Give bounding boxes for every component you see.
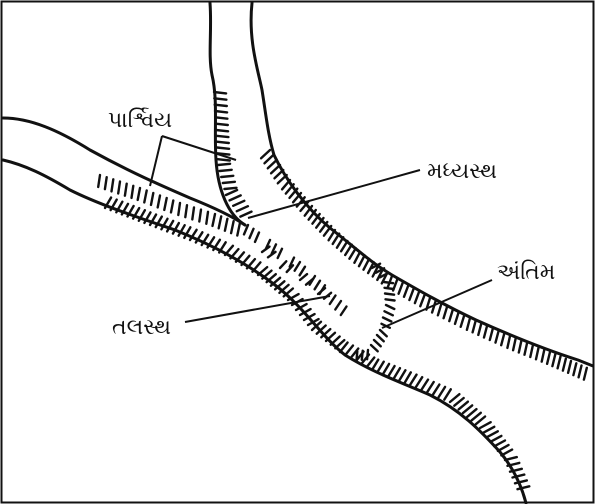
- label-medial: મધ્યસ્થ: [427, 159, 497, 184]
- hatch-mark: [221, 176, 233, 177]
- label-terminal: અંતિમ: [497, 260, 555, 285]
- hatch-mark: [215, 111, 227, 112]
- hatch-mark: [185, 205, 187, 217]
- hatch-mark: [178, 203, 180, 215]
- hatch-mark: [224, 188, 236, 189]
- label-basal: તલસ્થ: [112, 315, 171, 340]
- hatch-mark: [223, 182, 235, 183]
- hatch-mark: [216, 124, 228, 125]
- hatch-mark: [384, 282, 393, 283]
- hatch-mark: [357, 351, 358, 360]
- hatch-mark: [367, 350, 368, 359]
- hatch-mark: [206, 212, 208, 224]
- hatch-mark: [218, 164, 230, 165]
- hatch-mark: [192, 207, 194, 219]
- hatch-mark: [386, 299, 395, 300]
- hatch-mark: [216, 136, 228, 137]
- hatch-mark: [385, 294, 394, 295]
- hatch-mark: [215, 117, 227, 118]
- hatch-mark: [362, 351, 363, 360]
- hatch-mark: [217, 142, 229, 143]
- hatch-mark: [199, 210, 201, 222]
- hatch-mark: [218, 159, 230, 160]
- hatch-mark: [220, 170, 232, 171]
- hatch-mark: [215, 105, 227, 106]
- label-lateral: પાર્શ્વિય: [108, 108, 172, 133]
- hatch-mark: [217, 148, 229, 149]
- hatch-mark: [216, 130, 228, 131]
- hatch-mark: [214, 98, 226, 99]
- hatch-mark: [214, 92, 226, 93]
- hatch-mark: [385, 288, 394, 289]
